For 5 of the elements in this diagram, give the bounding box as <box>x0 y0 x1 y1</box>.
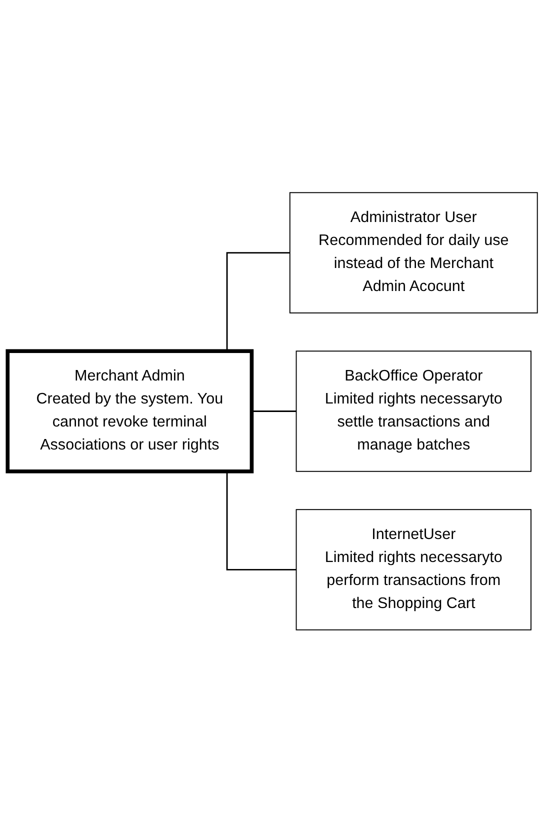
connector <box>252 410 296 412</box>
node-box: Administrator User Recommended for daily use instead of the Merchant Admin Acocunt <box>289 192 538 314</box>
node-box: InternetUser Limited rights necessaryto perform transactions from the Shopping Cart <box>296 508 532 630</box>
node-box: Merchant Admin Created by the system. You cannot revoke terminal Associations or user rights <box>6 348 254 474</box>
node-box: BackOffice Operator Limited rights necessaryto settle transactions and manage batches <box>296 350 532 472</box>
